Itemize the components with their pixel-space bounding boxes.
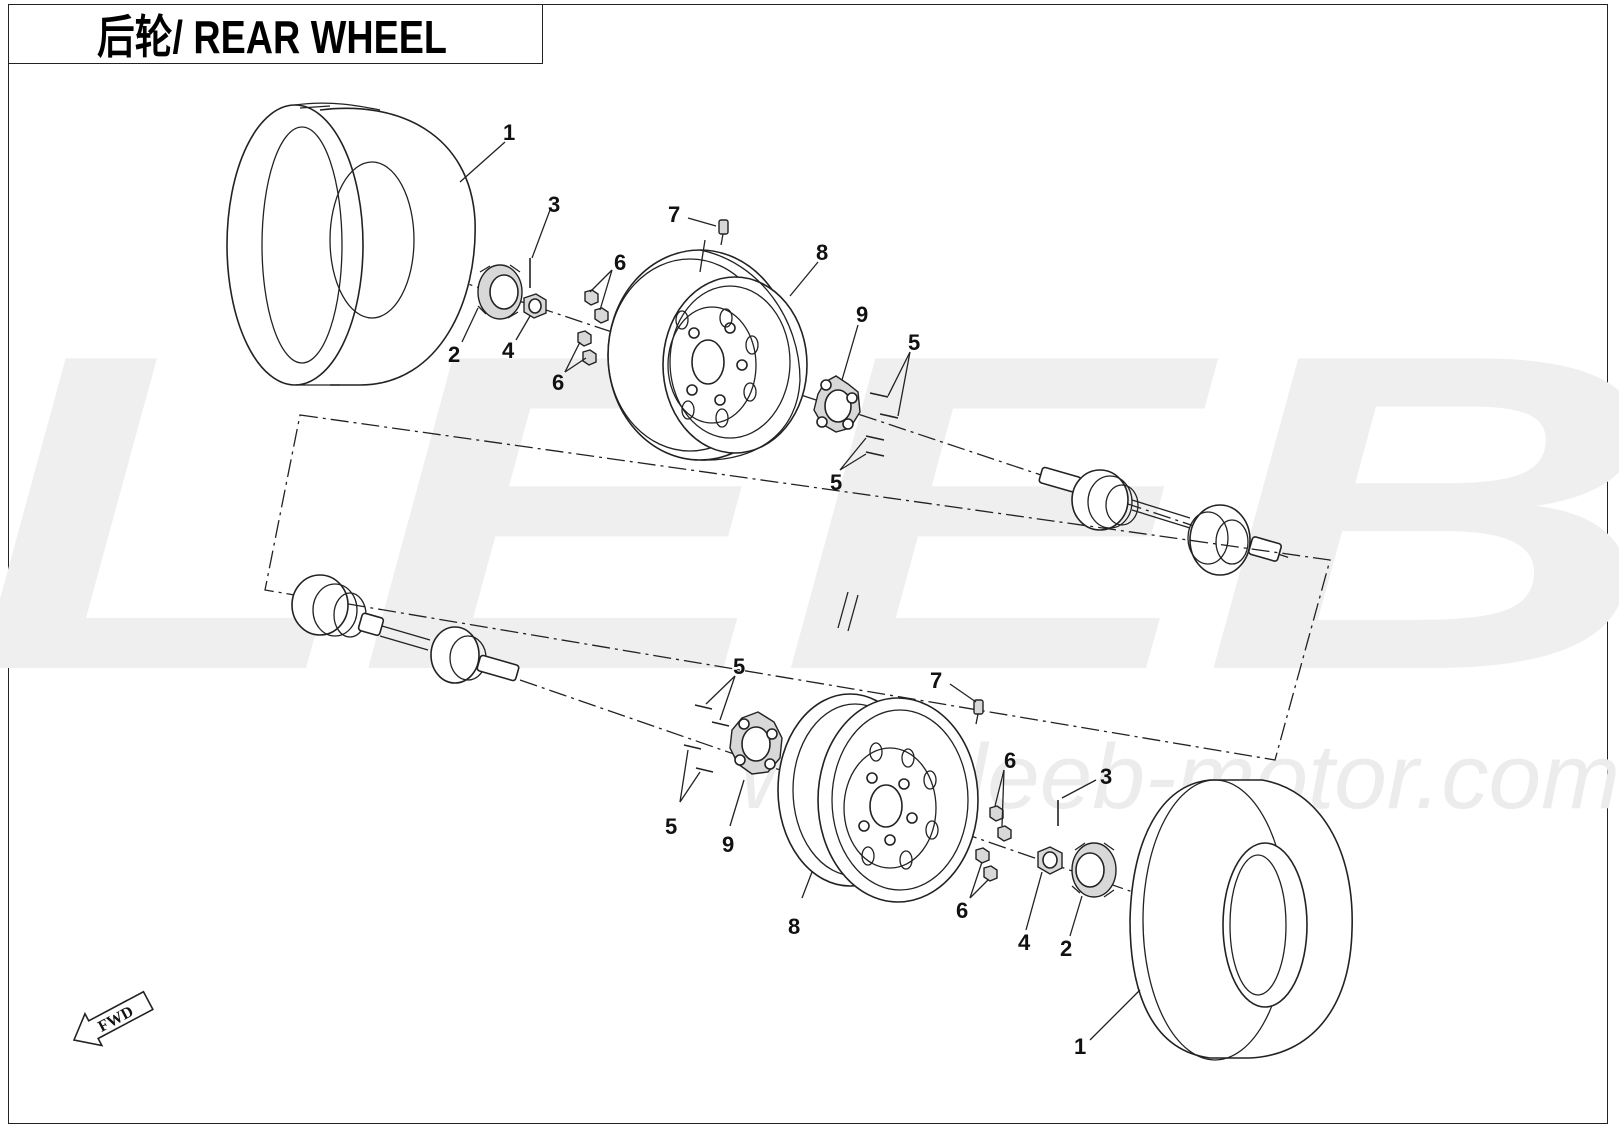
upper-label-rim: 8 xyxy=(816,240,828,265)
title-box: 后轮/ REAR WHEEL xyxy=(8,4,543,64)
lower-label-hub: 9 xyxy=(722,832,734,857)
lower-axle-nut xyxy=(1037,846,1063,875)
upper-hub xyxy=(813,375,861,433)
lower-label-axle-nut: 4 xyxy=(1018,930,1031,955)
lower-wheel-bolts xyxy=(683,704,730,773)
break-mark-b xyxy=(847,594,859,632)
upper-label-nuts-a: 6 xyxy=(614,250,626,275)
lower-hub xyxy=(729,711,783,775)
upper-axle-nut xyxy=(523,293,547,319)
lower-valve xyxy=(973,699,984,725)
upper-rim xyxy=(607,239,808,461)
upper-label-axle-nut: 4 xyxy=(502,338,515,363)
lower-lug-nuts xyxy=(975,805,1012,882)
lower-drive-shaft xyxy=(291,574,520,684)
upper-drive-shaft xyxy=(1038,466,1282,576)
lower-hub-cap xyxy=(1071,842,1117,898)
upper-label-bolts-a: 5 xyxy=(908,330,920,355)
upper-label-cotter-pin: 3 xyxy=(548,192,560,217)
upper-valve xyxy=(718,219,729,246)
lower-label-cotter-pin: 3 xyxy=(1100,764,1112,789)
upper-label-tire: 1 xyxy=(503,120,515,145)
watermark-brand: LEEB xyxy=(0,262,1619,764)
upper-lug-nuts xyxy=(577,289,609,366)
lower-label-bolts-a: 5 xyxy=(733,654,745,679)
upper-wheel-bolts xyxy=(865,392,899,457)
part-labels: 1 2 3 4 7 8 6 6 9 5 5 5 5 9 7 8 6 6 3 4 … xyxy=(448,120,1112,1059)
lower-label-tire: 1 xyxy=(1074,1034,1086,1059)
upper-label-valve: 7 xyxy=(668,202,680,227)
lower-rim xyxy=(777,693,979,903)
lower-label-hub-cap: 2 xyxy=(1060,936,1072,961)
break-mark-a xyxy=(837,591,849,629)
lower-label-bolts-b: 5 xyxy=(665,814,677,839)
page-title: 后轮/ REAR WHEEL xyxy=(97,11,447,63)
lower-label-nuts-b: 6 xyxy=(956,898,968,923)
upper-hub-cap xyxy=(477,264,523,320)
upper-tire xyxy=(226,102,476,386)
lower-tire xyxy=(1129,779,1353,1061)
lower-label-valve: 7 xyxy=(930,668,942,693)
drawing-frame xyxy=(8,4,1608,1124)
upper-label-bolts-b: 5 xyxy=(830,470,842,495)
lower-label-rim: 8 xyxy=(788,914,800,939)
lower-label-nuts-a: 6 xyxy=(1004,748,1016,773)
upper-label-nuts-b: 6 xyxy=(552,370,564,395)
leader-lines xyxy=(459,141,1141,1041)
upper-label-hub-cap: 2 xyxy=(448,342,460,367)
assembly-connector xyxy=(264,414,1331,761)
upper-label-hub: 9 xyxy=(856,302,868,327)
fwd-arrow: FWD xyxy=(72,990,154,1047)
